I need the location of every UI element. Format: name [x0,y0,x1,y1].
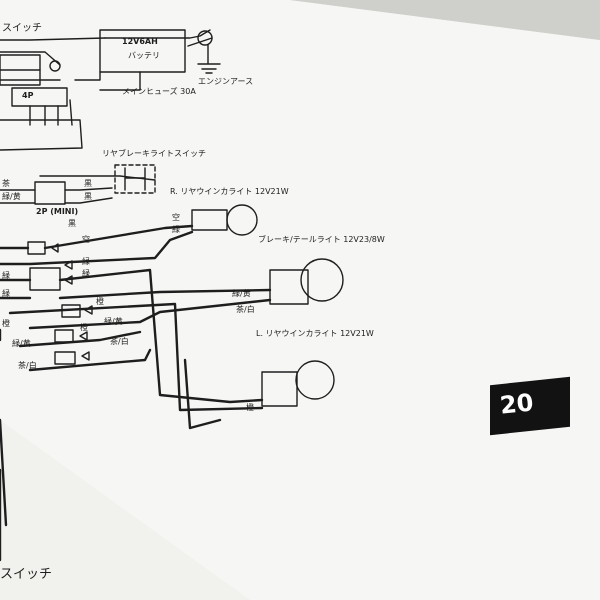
wire-orange-3: 橙 [80,323,88,332]
left-winker-socket [261,371,298,407]
wire-sky-1: 空 [172,213,180,222]
wire-orange-4: 橙 [246,403,254,412]
paper-lighting [0,420,250,600]
wire-green-1: 緑 [172,225,180,234]
connector-sky [27,241,46,255]
battery-rating-label: 12V6AH [122,37,158,46]
battery-symbol [99,29,186,73]
connector-2p-wires [0,175,156,204]
fuse-terminal [197,30,213,46]
connector-4p-wires [0,99,83,151]
connector-arrows [51,243,93,361]
connector-4p-label: 4P [22,91,34,100]
sky-wire [0,224,194,250]
connector-2p-block [34,181,66,205]
rear-brake-switch-label: リヤブレーキライトスイッチ [102,149,206,158]
connector-4p-block [11,87,68,107]
switch-top-label: スイッチ [2,23,42,34]
wire-green-yellow-3: 緑/黄 [104,317,123,326]
connector-2p-label: 2P (MINI) [36,207,79,216]
orange-wire-lower [0,328,222,430]
wire-black-2: 黒 [84,192,92,201]
main-fuse-label: メインヒューズ 30A [122,87,196,96]
wire-sky-2: 空 [82,235,90,244]
green-wire-lower [0,268,264,404]
battery-label: バッテリ [128,51,160,60]
green-yellow-wire-left [18,330,142,348]
brown-white-wire-brake [28,298,272,330]
wire-green-yellow-4: 緑/黄 [12,339,31,348]
page-shadow [290,0,600,40]
left-winker-label: L. リヤウインカライト 12V21W [256,329,374,338]
wire-orange-2: 橙 [2,319,10,328]
green-yellow-wire-brake [0,288,272,300]
left-winker-bulb [295,360,335,400]
engine-ground-symbol [197,44,221,74]
wire-black-1: 黒 [84,179,92,188]
green-wire-upper [0,230,194,266]
switch-terminal [49,60,61,72]
brake-tail-bulb [300,258,344,302]
connector-green-double [29,267,61,291]
wire-orange-1: 橙 [96,297,104,306]
rear-brake-switch-symbol [114,164,156,194]
switch-bottom-label: スイッチ [0,567,53,582]
wire-brown-white-2: 茶/白 [110,337,129,346]
wire-brown-1: 茶 [2,179,10,188]
left-trunk-wires [0,418,8,562]
wire-brown-white-3: 茶/白 [18,361,37,370]
brake-tail-socket [269,269,309,305]
connector-brown-white [54,351,76,365]
brake-tail-label: ブレーキ/テールライト 12V23/8W [258,235,385,244]
wire-brown-white-1: 茶/白 [236,305,255,314]
wire-green-5: 緑 [2,289,10,298]
wire-black-3: 黒 [68,219,76,228]
top-switch-wires [0,37,106,81]
brown-white-wire-left [28,348,152,372]
wire-green-yellow-1: 緑/黄 [2,192,21,201]
right-winker-bulb [226,204,258,236]
engine-ground-label: エンジンアース [198,77,254,86]
ignition-switch-block [0,54,41,86]
wire-green-2: 緑 [82,257,90,266]
wire-green-4: 緑 [2,271,10,280]
page-number: 20 [498,388,535,420]
right-winker-label: R. リヤウインカライト 12V21W [170,187,289,196]
wire-green-3: 緑 [82,269,90,278]
connector-orange-2 [54,329,74,343]
wire-green-yellow-2: 緑/黄 [232,289,251,298]
connector-orange-1 [61,304,81,318]
